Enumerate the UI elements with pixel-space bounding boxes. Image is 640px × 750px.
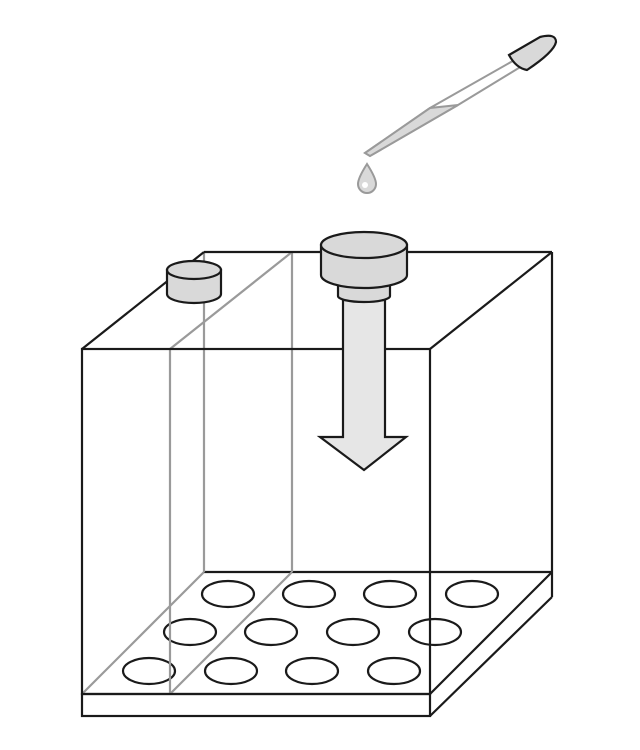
chamber-box [80, 250, 554, 696]
divider-plane [81, 251, 294, 695]
well-plate-base [80, 570, 554, 718]
droplet-icon [356, 162, 378, 194]
insert-cap-with-arrow [316, 230, 410, 472]
small-cap [165, 259, 223, 305]
wells [121, 579, 500, 686]
pipette-dropper-icon [356, 34, 558, 194]
down-arrow-icon [316, 298, 410, 472]
